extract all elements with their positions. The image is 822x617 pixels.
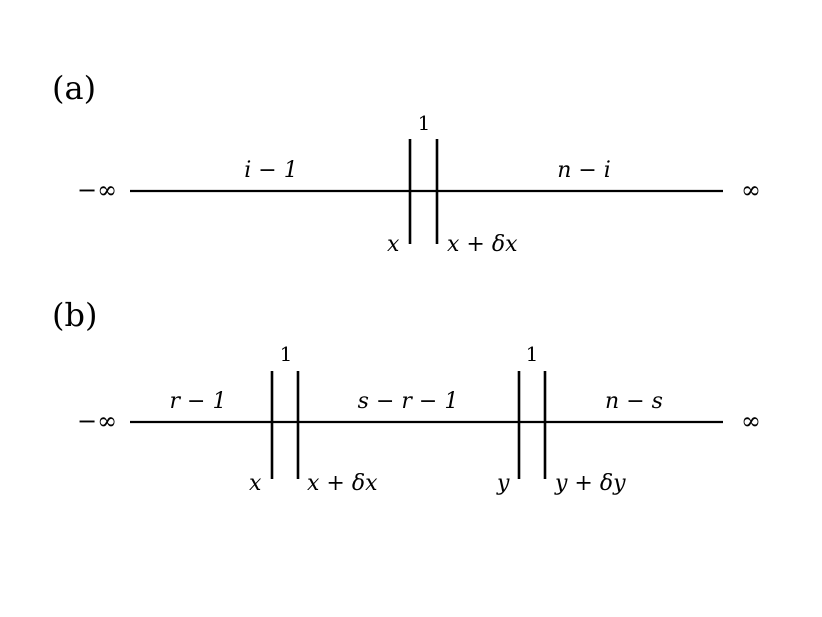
- panel-b-interval1-lower-label: x: [249, 471, 262, 496]
- panel-a-label: (a): [52, 69, 96, 107]
- panel-b-interval2-count: 1: [526, 342, 539, 366]
- panel-a-right-end: ∞: [741, 176, 761, 204]
- panel-b-interval1-upper-label: x + δx: [307, 471, 378, 496]
- panel-b-left-end: −∞: [77, 407, 117, 435]
- panel-a-left-end: −∞: [77, 176, 117, 204]
- panel-b-interval2-lower-label: y: [496, 471, 510, 496]
- panel-b-right-end: ∞: [741, 407, 761, 435]
- panel-a: (a) −∞ ∞ i − 1 n − i 1 x x + δx: [52, 69, 761, 257]
- panel-a-interval-lower-label: x: [387, 232, 400, 257]
- panel-a-interval-upper-label: x + δx: [447, 232, 518, 257]
- panel-b-segment-left: r − 1: [170, 389, 227, 414]
- panel-b-segment-middle: s − r − 1: [358, 389, 459, 414]
- panel-b-label: (b): [52, 296, 97, 334]
- panel-a-segment-left: i − 1: [244, 158, 297, 183]
- panel-b: (b) −∞ ∞ r − 1 s − r − 1 n − s 1 x x + δ…: [52, 296, 761, 496]
- panel-b-interval1-count: 1: [280, 342, 293, 366]
- panel-b-interval2-upper-label: y + δy: [554, 471, 626, 496]
- panel-b-segment-right: n − s: [605, 389, 663, 414]
- panel-a-interval-count: 1: [418, 111, 431, 135]
- panel-a-segment-right: n − i: [557, 158, 611, 183]
